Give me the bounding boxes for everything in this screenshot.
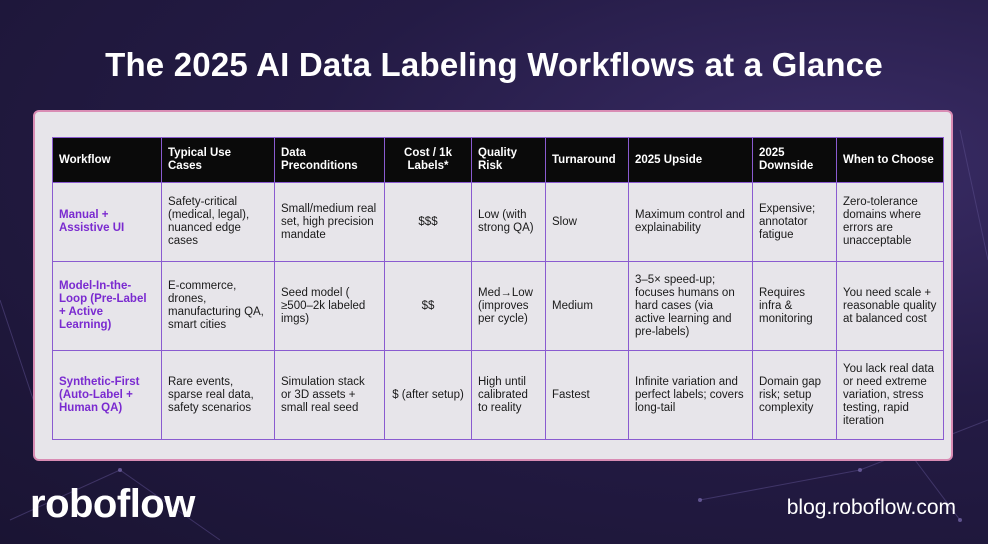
cell-turnaround: Medium bbox=[545, 261, 629, 351]
cell-use-cases: E-commerce, drones, manufacturing QA, sm… bbox=[161, 261, 275, 351]
table-row: Model-In-the-Loop (Pre-Label + Active Le… bbox=[52, 261, 944, 351]
cell-workflow: Model-In-the-Loop (Pre-Label + Active Le… bbox=[52, 261, 162, 351]
table-row: Synthetic-First (Auto-Label + Human QA) … bbox=[52, 350, 944, 440]
cell-downside: Requires infra & monitoring bbox=[752, 261, 837, 351]
cell-use-cases: Safety-critical (medical, legal), nuance… bbox=[161, 182, 275, 262]
cell-workflow: Synthetic-First (Auto-Label + Human QA) bbox=[52, 350, 162, 440]
header-turnaround: Turnaround bbox=[545, 137, 629, 183]
cell-when-to-choose: You lack real data or need extreme varia… bbox=[836, 350, 944, 440]
table-header-row: Workflow Typical Use Cases Data Precondi… bbox=[52, 137, 944, 183]
cell-upside: 3–5× speed-up; focuses humans on hard ca… bbox=[628, 261, 753, 351]
cell-when-to-choose: Zero-tolerance domains where errors are … bbox=[836, 182, 944, 262]
page-title: The 2025 AI Data Labeling Workflows at a… bbox=[105, 46, 883, 83]
cell-quality-risk: High until calibrated to reality bbox=[471, 350, 546, 440]
cell-quality-risk: Med→Low (improves per cycle) bbox=[471, 261, 546, 351]
cell-turnaround: Fastest bbox=[545, 350, 629, 440]
header-use-cases: Typical Use Cases bbox=[161, 137, 275, 183]
header-data-preconditions: Data Preconditions bbox=[274, 137, 385, 183]
roboflow-logo: roboflow bbox=[30, 482, 195, 526]
cell-use-cases: Rare events, sparse real data, safety sc… bbox=[161, 350, 275, 440]
header-quality-risk: Quality Risk bbox=[471, 137, 546, 183]
header-downside: 2025 Downside bbox=[752, 137, 837, 183]
header-when-to-choose: When to Choose bbox=[836, 137, 944, 183]
table-panel: Workflow Typical Use Cases Data Precondi… bbox=[33, 110, 953, 461]
cell-data-preconditions: Seed model ( ≥500–2k labeled imgs) bbox=[274, 261, 385, 351]
blog-url: blog.roboflow.com bbox=[786, 496, 956, 519]
cell-cost: $$$ bbox=[384, 182, 472, 262]
cell-cost: $$ bbox=[384, 261, 472, 351]
cell-when-to-choose: You need scale + reasonable quality at b… bbox=[836, 261, 944, 351]
cell-quality-risk: Low (with strong QA) bbox=[471, 182, 546, 262]
header-upside: 2025 Upside bbox=[628, 137, 753, 183]
cell-data-preconditions: Simulation stack or 3D assets + small re… bbox=[274, 350, 385, 440]
cell-workflow: Manual + Assistive UI bbox=[52, 182, 162, 262]
header-cost: Cost / 1k Labels* bbox=[384, 137, 472, 183]
cell-downside: Domain gap risk; setup complexity bbox=[752, 350, 837, 440]
cell-cost: $ (after setup) bbox=[384, 350, 472, 440]
header-workflow: Workflow bbox=[52, 137, 162, 183]
cell-turnaround: Slow bbox=[545, 182, 629, 262]
cell-data-preconditions: Small/medium real set, high precision ma… bbox=[274, 182, 385, 262]
table-row: Manual + Assistive UI Safety-critical (m… bbox=[52, 182, 944, 262]
workflow-table: Workflow Typical Use Cases Data Precondi… bbox=[52, 137, 944, 440]
cell-upside: Maximum control and explainability bbox=[628, 182, 753, 262]
cell-upside: Infinite variation and perfect labels; c… bbox=[628, 350, 753, 440]
cell-downside: Expensive; annotator fatigue bbox=[752, 182, 837, 262]
